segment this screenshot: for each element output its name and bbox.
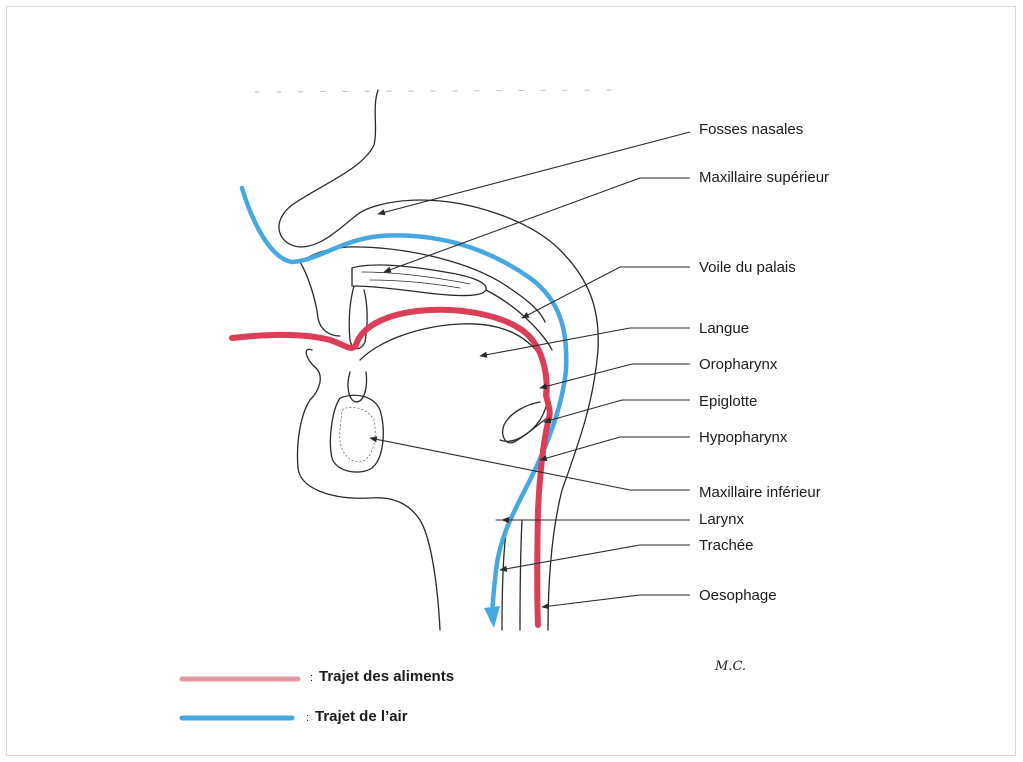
label-trachee: Trachée [699, 537, 753, 554]
legend-air-colon: : [306, 712, 309, 724]
leader-lines [370, 132, 690, 607]
legend: : Trajet des aliments : Trajet de l’air [182, 668, 454, 725]
legend-food-label: Trajet des aliments [319, 668, 454, 685]
mandible [330, 395, 383, 472]
air-path [242, 188, 566, 620]
label-oesophage: Oesophage [699, 587, 777, 604]
label-langue: Langue [699, 320, 749, 337]
lower-incisor [348, 372, 367, 402]
food-path [232, 310, 550, 625]
label-voile-du-palais: Voile du palais [699, 259, 796, 276]
label-maxillaire-superieur: Maxillaire supérieur [699, 169, 829, 186]
trachea-wall [520, 520, 522, 630]
label-fosses-nasales: Fosses nasales [699, 121, 803, 138]
lip-top [300, 262, 340, 336]
air-arrowhead [484, 606, 500, 628]
author-signature: M.C. [714, 659, 746, 674]
lower-lip [298, 349, 441, 630]
legend-food-colon: : [310, 672, 313, 684]
legend-air-label: Trajet de l’air [315, 708, 408, 725]
label-maxillaire-inferieur: Maxillaire inférieur [699, 484, 821, 501]
nose-profile [279, 90, 598, 630]
label-larynx: Larynx [699, 511, 745, 528]
label-oropharynx: Oropharynx [699, 356, 778, 373]
tongue-outline [360, 324, 549, 442]
label-hypopharynx: Hypopharynx [699, 429, 788, 446]
label-epiglotte: Epiglotte [699, 393, 757, 410]
